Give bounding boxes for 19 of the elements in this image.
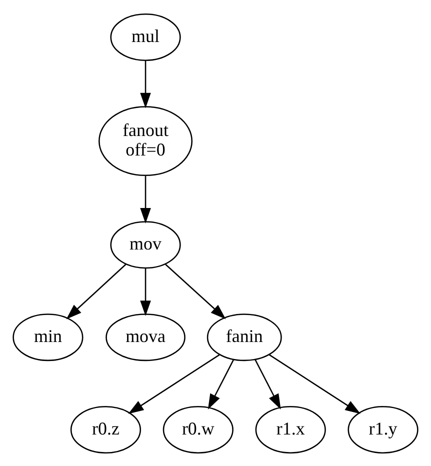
arrow <box>140 176 151 223</box>
node-ellipse: min <box>12 313 84 361</box>
arrow <box>128 354 220 414</box>
arrow <box>268 354 361 414</box>
arrow <box>140 268 151 316</box>
arrow <box>165 263 226 319</box>
node-ellipse: mov <box>110 220 181 268</box>
node-ellipse: mul <box>110 13 181 60</box>
arrow <box>208 358 234 409</box>
node-ellipse: r0.z <box>70 406 142 453</box>
arrow <box>140 60 151 108</box>
node-ellipse: r1.x <box>255 406 326 453</box>
node-ellipse: r0.w <box>162 406 234 453</box>
arrow <box>254 358 281 409</box>
node-ellipse: fanin <box>206 313 282 361</box>
node-ellipse: fanout off=0 <box>98 106 193 176</box>
arrow <box>66 263 126 319</box>
node-ellipse: mova <box>106 313 186 361</box>
node-ellipse: r1.y <box>348 406 418 453</box>
